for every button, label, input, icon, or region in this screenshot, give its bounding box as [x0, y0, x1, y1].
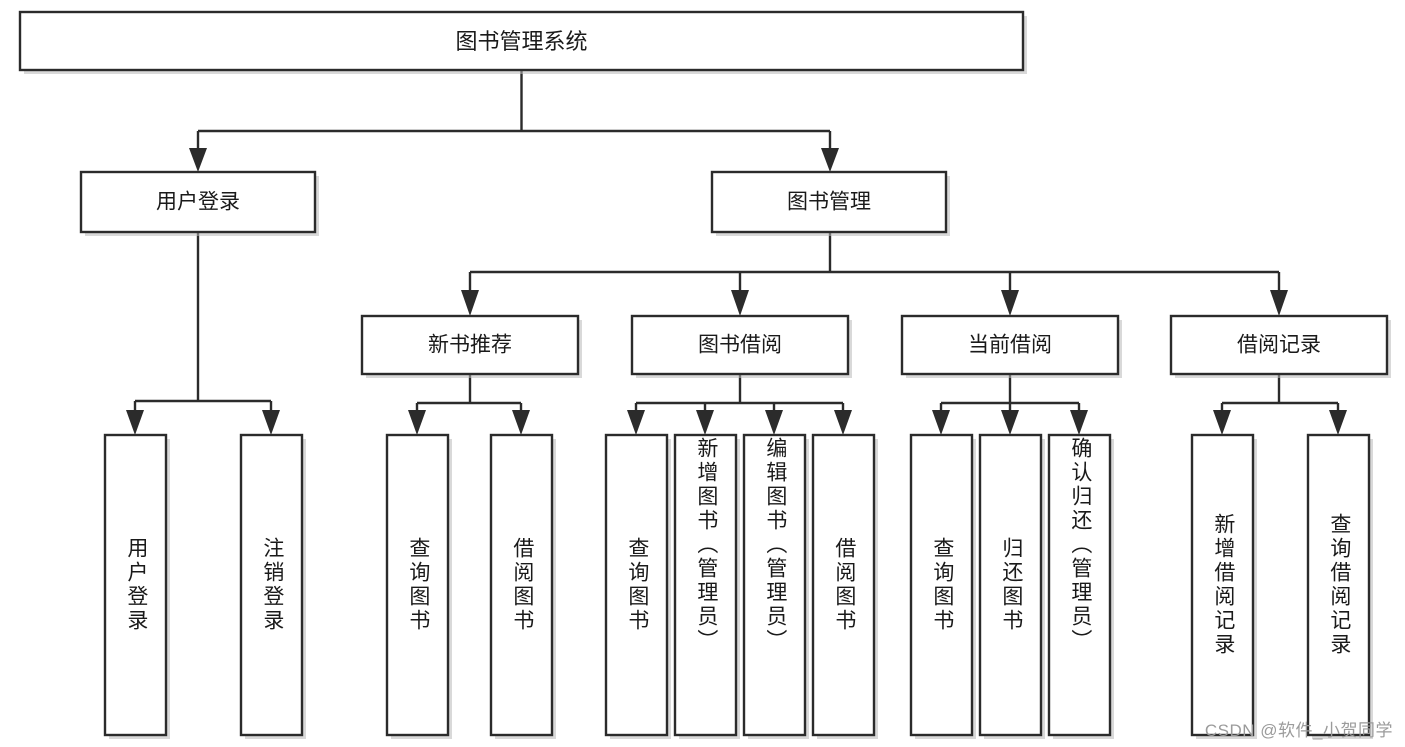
arrow-head-icon [765, 410, 783, 435]
leaf-add-book-rect[interactable] [673, 433, 738, 737]
leaf-query-book-1-rect[interactable] [385, 433, 450, 737]
arrow-head-icon [1001, 290, 1019, 316]
arrow-head-icon [834, 410, 852, 435]
leaf-edit-book-rect[interactable] [742, 433, 807, 737]
connector-group-root [189, 70, 839, 172]
arrow-head-icon [696, 410, 714, 435]
node-book-management-label: 图书管理 [787, 191, 871, 214]
leaf-node-group [103, 433, 1373, 739]
node-user-login-label: 用户登录 [156, 191, 240, 214]
node-root-label: 图书管理系统 [455, 29, 587, 54]
arrow-head-icon [731, 290, 749, 316]
leaf-confirm-return-rect[interactable] [1047, 433, 1112, 737]
node-book-borrow-rect [630, 314, 850, 376]
csdn-watermark: CSDN @软件_小贺同学 [1204, 721, 1393, 740]
node-root-rect [18, 10, 1025, 72]
arrow-head-icon [821, 148, 839, 172]
arrow-head-icon [1001, 410, 1019, 435]
arrow-head-icon [1070, 410, 1088, 435]
arrow-head-icon [262, 410, 280, 435]
node-book-borrow[interactable]: 图书借阅 [630, 314, 852, 378]
node-book-management-rect [710, 170, 948, 234]
leaf-query-book-2-rect[interactable] [604, 433, 669, 737]
connector-group-book-management [461, 232, 1288, 316]
node-borrow-record-rect [1169, 314, 1389, 376]
node-current-borrow[interactable]: 当前借阅 [900, 314, 1122, 378]
connector-group-borrow-record [1213, 374, 1347, 435]
arrow-head-icon [189, 148, 207, 172]
arrow-head-icon [627, 410, 645, 435]
node-user-login[interactable]: 用户登录 [79, 170, 319, 236]
node-root[interactable]: 图书管理系统 [18, 10, 1027, 74]
leaf-query-record-rect[interactable] [1306, 433, 1371, 737]
leaf-query-book-3-rect[interactable] [909, 433, 974, 737]
leaf-add-record-rect[interactable] [1190, 433, 1255, 737]
node-new-book-recommend-rect [360, 314, 580, 376]
leaf-borrow-book-1-rect[interactable] [489, 433, 554, 737]
arrow-head-icon [1329, 410, 1347, 435]
arrow-head-icon [408, 410, 426, 435]
node-new-book-recommend-label: 新书推荐 [428, 334, 512, 357]
arrow-head-icon [932, 410, 950, 435]
leaf-return-book-rect[interactable] [978, 433, 1043, 737]
node-current-borrow-rect [900, 314, 1120, 376]
node-book-borrow-label: 图书借阅 [698, 334, 782, 357]
node-user-login-rect [79, 170, 317, 234]
node-book-management[interactable]: 图书管理 [710, 170, 950, 236]
node-borrow-record-label: 借阅记录 [1237, 334, 1321, 357]
connector-group-user-login [126, 232, 280, 435]
connector-group-new-book-recommend [408, 374, 530, 435]
leaf-user-login-rect[interactable] [103, 433, 168, 737]
node-current-borrow-label: 当前借阅 [968, 334, 1052, 357]
node-new-book-recommend[interactable]: 新书推荐 [360, 314, 582, 378]
arrow-head-icon [126, 410, 144, 435]
arrow-head-icon [461, 290, 479, 316]
connector-group-current-borrow [932, 374, 1088, 435]
leaf-logout-login-rect[interactable] [239, 433, 304, 737]
arrow-head-icon [1213, 410, 1231, 435]
arrow-head-icon [1270, 290, 1288, 316]
node-borrow-record[interactable]: 借阅记录 [1169, 314, 1391, 378]
leaf-borrow-book-2-rect[interactable] [811, 433, 876, 737]
arrow-head-icon [512, 410, 530, 435]
connector-group-book-borrow [627, 374, 852, 435]
